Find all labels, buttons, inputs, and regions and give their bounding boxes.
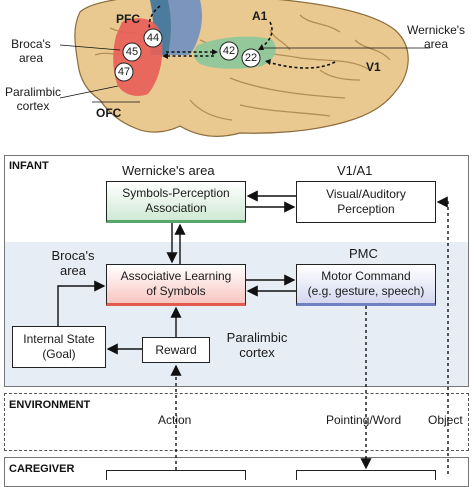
paralimbic-cortex-brain-label: Paralimbic cortex — [4, 85, 61, 113]
infant-title: INFANT — [9, 160, 49, 172]
motor-command-box: Motor Command (e.g. gesture, speech) — [296, 264, 436, 306]
environment-title: ENVIRONMENT — [9, 399, 91, 411]
caregiver-box-right — [296, 470, 436, 480]
environment-panel — [4, 393, 469, 451]
brain-illustration — [59, 0, 430, 137]
v1-a1-label: V1/A1 — [337, 163, 373, 178]
broca-area-brain-label: Broca's area — [11, 37, 51, 65]
a1-label: A1 — [252, 9, 268, 23]
visual-auditory-box: Visual/Auditory Perception — [296, 181, 436, 223]
internal-state-box: Internal State (Goal) — [12, 326, 106, 368]
action-label: Action — [158, 413, 192, 427]
area-22-label: 22 — [244, 52, 258, 64]
area-44-label: 44 — [146, 32, 160, 44]
caregiver-box-left — [106, 470, 246, 480]
symbols-perception-text: Symbols-Perception Association — [122, 186, 230, 215]
associative-learning-text: Associative Learning of Symbols — [120, 269, 232, 298]
pointing-word-label: Pointing/Word — [326, 413, 402, 427]
symbols-perception-box: Symbols-Perception Association — [106, 181, 246, 223]
area-45-label: 45 — [125, 46, 139, 58]
brocas-area-label: Broca's area — [51, 248, 95, 278]
wernickes-area-label: Wernicke's area — [122, 163, 215, 178]
visual-auditory-text: Visual/Auditory Perception — [326, 187, 406, 216]
motor-command-text: Motor Command (e.g. gesture, speech) — [307, 269, 425, 298]
internal-state-text: Internal State (Goal) — [23, 332, 95, 361]
area-circles — [114, 28, 261, 82]
object-label: Object — [428, 413, 463, 427]
reward-box: Reward — [142, 337, 210, 363]
area-47-label: 47 — [117, 66, 131, 78]
motor-strip — [168, 0, 202, 55]
v1-label: V1 — [366, 60, 381, 74]
area-42-label: 42 — [222, 45, 236, 57]
reward-text: Reward — [155, 342, 197, 357]
arrow-from-top — [148, 5, 161, 33]
associative-learning-box: Associative Learning of Symbols — [106, 264, 246, 306]
pfc-label: PFC — [116, 12, 140, 26]
wernicke-area-brain-label: Wernicke's area — [406, 23, 466, 51]
pmc-label: PMC — [349, 246, 378, 261]
caregiver-title: CAREGIVER — [9, 463, 75, 475]
paralimbic-cortex-label: Paralimbic cortex — [226, 330, 288, 360]
ofc-label: OFC — [96, 106, 122, 120]
arrow-v1-to-wernicke — [267, 61, 336, 69]
